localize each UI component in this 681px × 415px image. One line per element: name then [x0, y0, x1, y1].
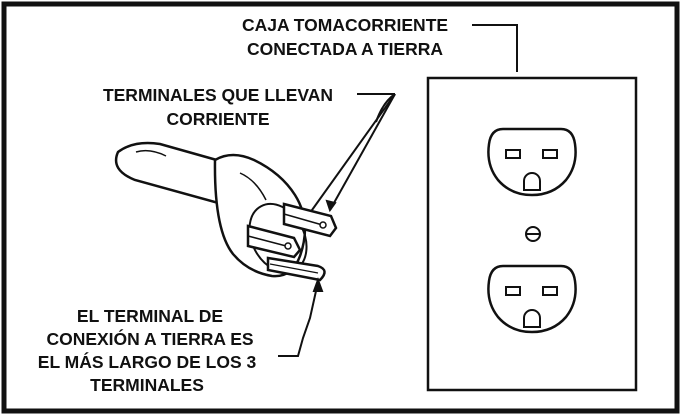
- ground-terminal-label-line4: TERMINALES: [90, 375, 204, 395]
- outlet-box-label-line1: CAJA TOMACORRIENTE: [242, 15, 448, 35]
- center-screw-icon: [525, 226, 541, 242]
- lower-receptacle: [487, 264, 577, 334]
- outlet-box-label-line2: CONECTADA A TIERRA: [247, 39, 443, 59]
- three-prong-plug-icon: [114, 141, 338, 282]
- upper-blade: [282, 202, 338, 238]
- lower-blade: [246, 224, 302, 259]
- duplex-grounded-outlet-icon: [426, 76, 638, 392]
- ground-terminal-label-line2: CONEXIÓN A TIERRA ES: [46, 328, 253, 349]
- ground-terminal-leader: [278, 277, 324, 357]
- upper-receptacle: [487, 127, 577, 197]
- outlet-label-leader: [472, 24, 518, 72]
- ground-pin: [266, 256, 326, 282]
- current-terminals-label-line2: CORRIENTE: [166, 109, 269, 129]
- ground-terminal-label-line3: EL MÁS LARGO DE LOS 3: [38, 351, 257, 372]
- current-terminals-label-line1: TERMINALES QUE LLEVAN: [103, 85, 333, 105]
- ground-terminal-label-line1: EL TERMINAL DE: [77, 306, 223, 326]
